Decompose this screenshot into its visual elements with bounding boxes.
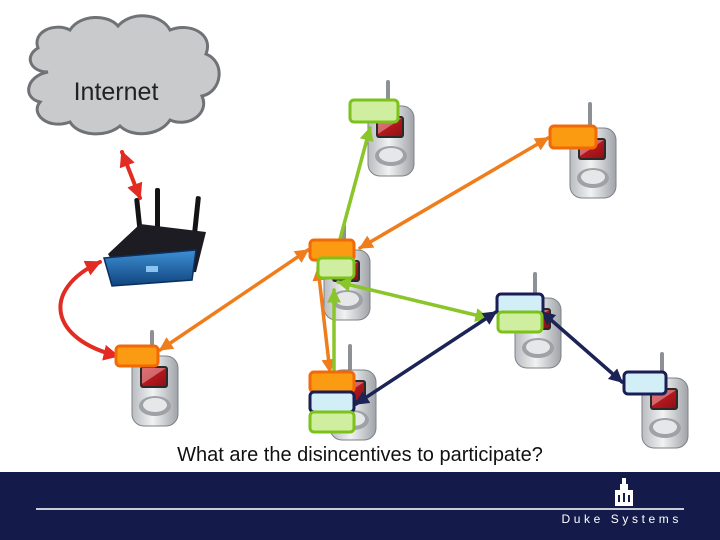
mobile-phone-icon [569,101,617,199]
node-tag-green [348,98,400,124]
mobile-phone-icon [641,351,689,449]
node-tag-orange [114,344,160,368]
footer-brand: Duke Systems [561,512,682,526]
question-caption: What are the disincentives to participat… [177,444,543,466]
node-tag-blue [308,390,356,414]
node-tag-orange [308,370,356,394]
cloud-label: Internet [74,78,159,106]
internet-cloud: Internet [27,14,221,136]
cloud-icon [27,14,221,136]
node-tag-green [308,410,356,434]
node-tags [114,98,668,434]
footer-rule [36,508,684,510]
node-tag-blue [622,370,668,396]
phones [131,79,689,449]
link-orange [158,248,310,352]
footer-bar: Duke Systems [0,472,720,540]
node-tag-green [496,310,544,334]
node-tag-green [316,256,356,280]
node-tag-orange [548,124,598,150]
link-cloud-router [119,150,143,200]
link-orange [358,136,550,250]
mobile-phone-icon [367,79,415,177]
duke-chapel-icon [615,478,633,506]
link-green [332,126,374,256]
wireless-router-icon [103,188,206,287]
link-navy [540,310,624,384]
link-navy [354,310,498,406]
link-router-node [58,260,120,361]
